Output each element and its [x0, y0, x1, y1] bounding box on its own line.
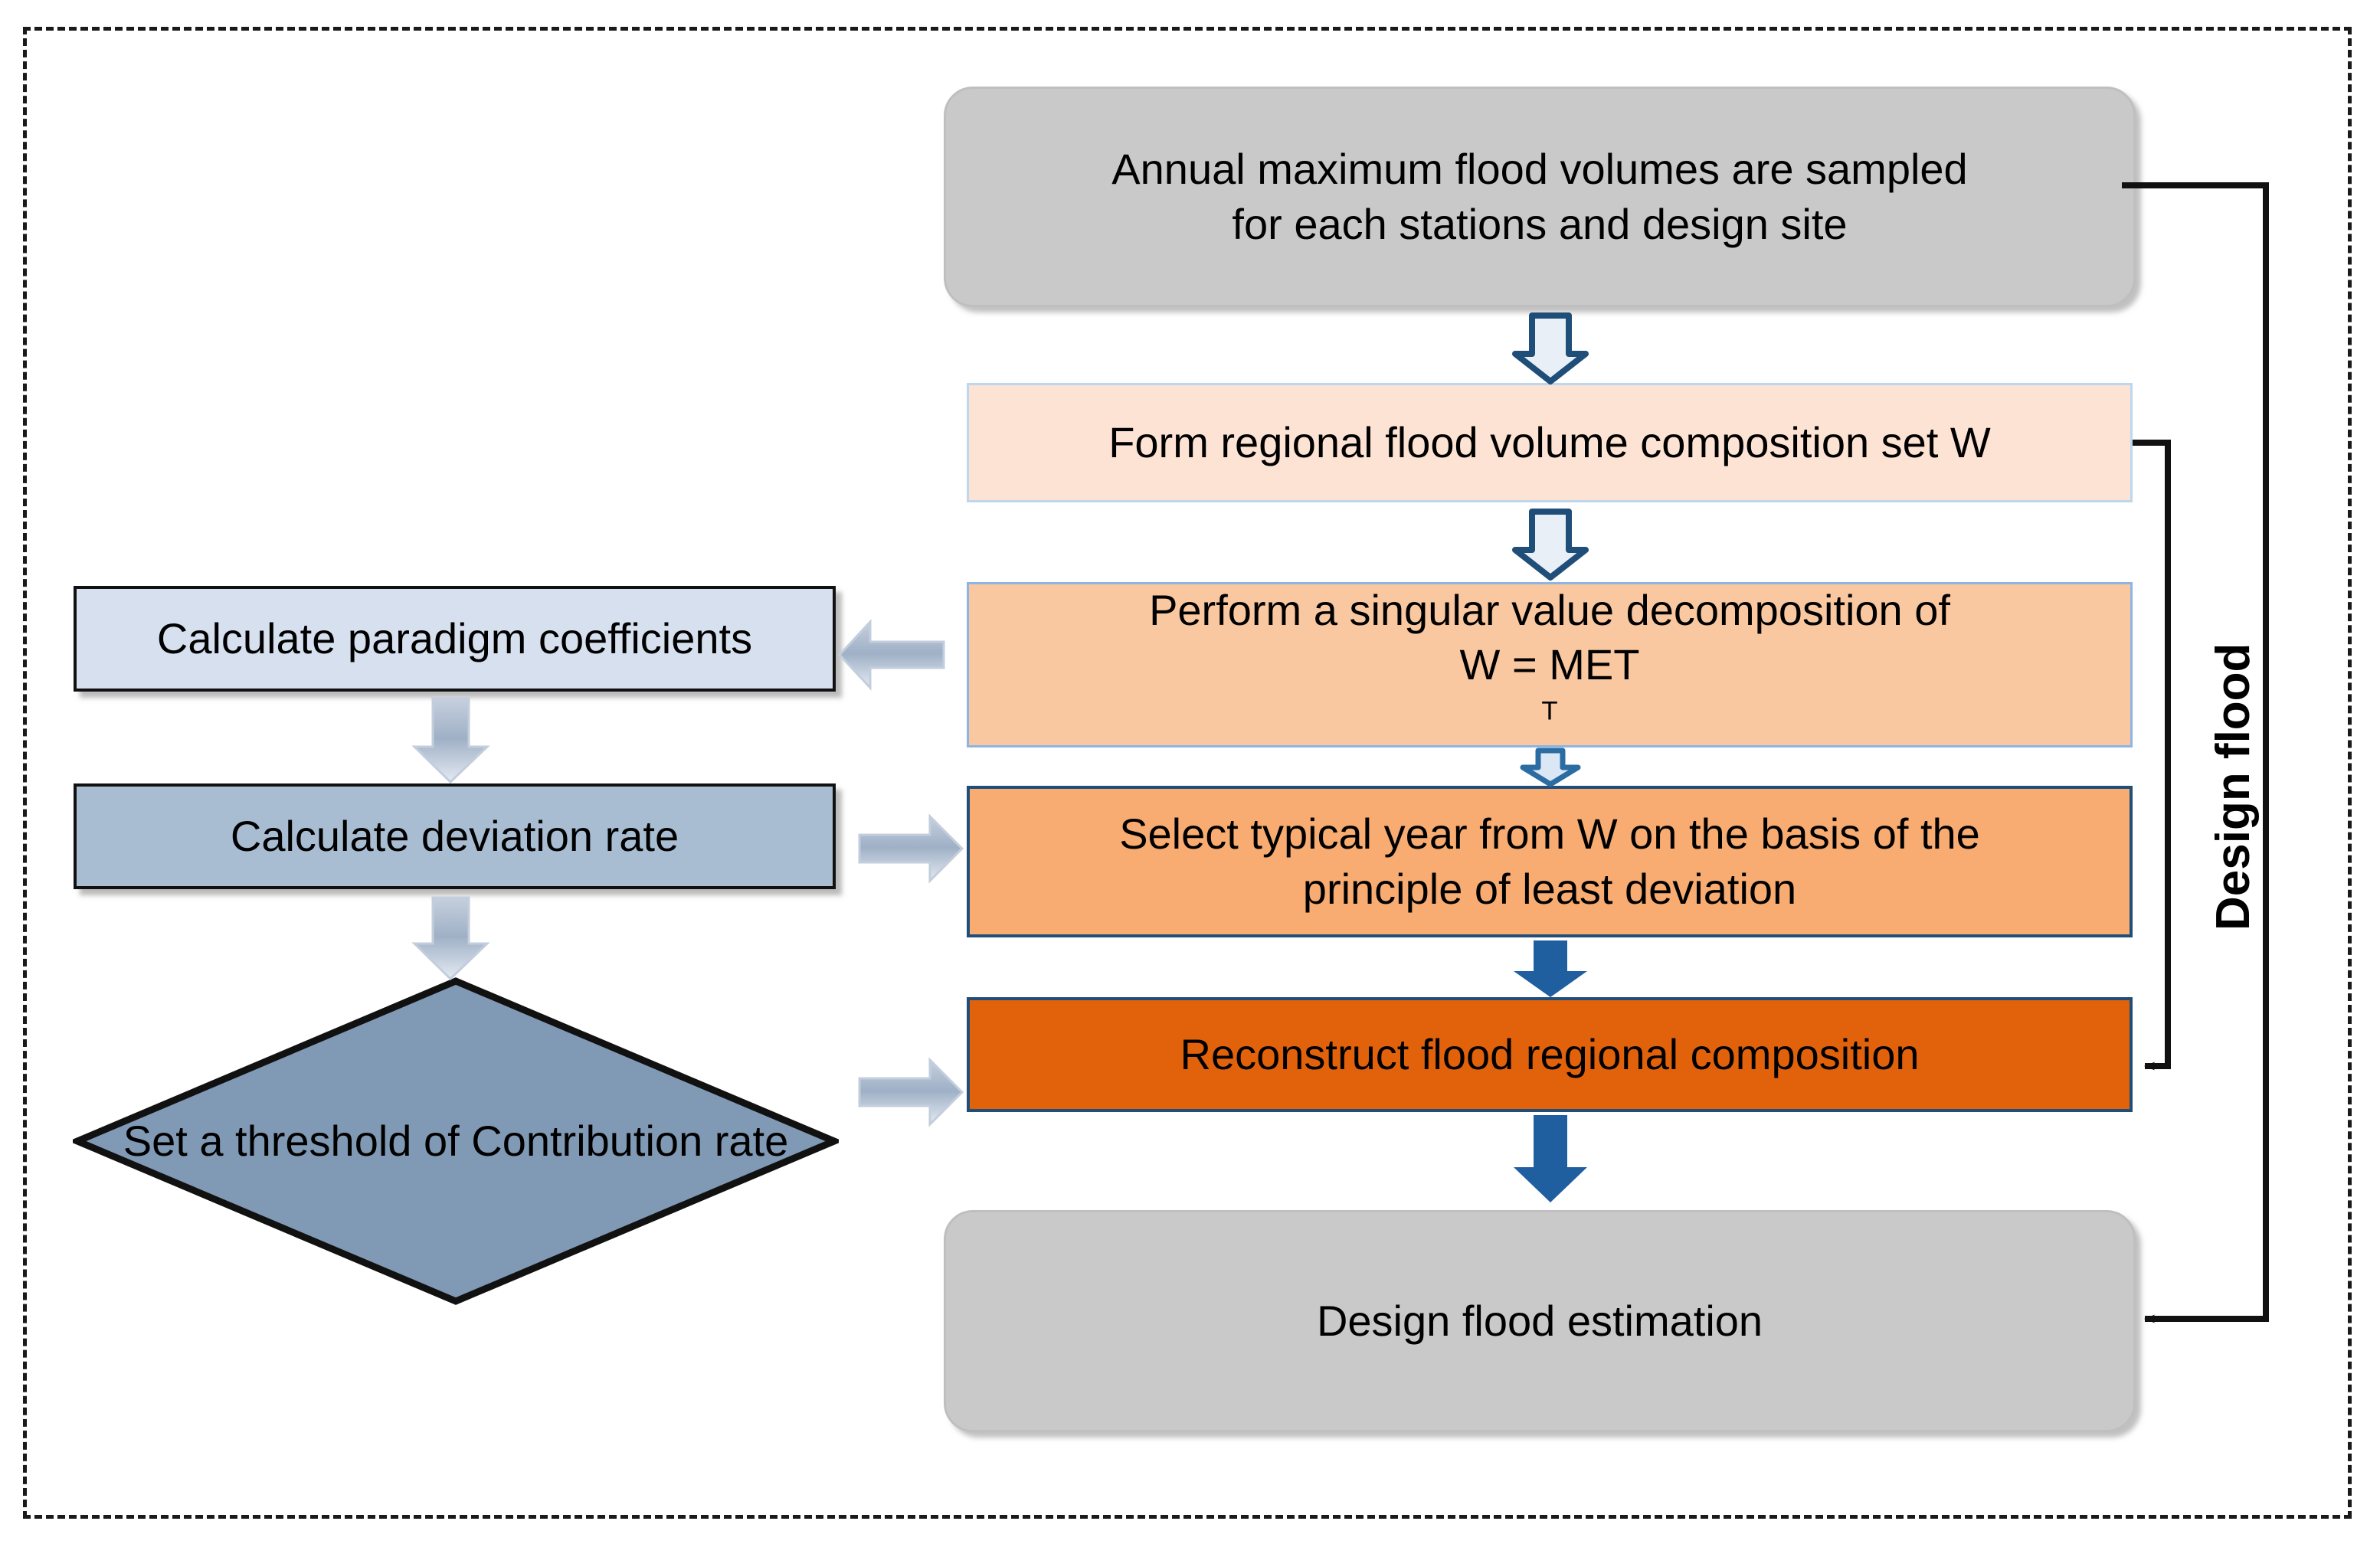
node-typical-line2: principle of least deviation	[1302, 865, 1797, 913]
node-form-set-label: Form regional flood volume composition s…	[1108, 418, 1991, 467]
node-svd[interactable]: Perform a singular value decomposition o…	[967, 582, 2133, 747]
node-reconstruct-label: Reconstruct flood regional composition	[1180, 1030, 1920, 1079]
node-deviation-label: Calculate deviation rate	[230, 812, 679, 861]
node-typical-line1: Select typical year from W on the basis …	[1119, 810, 1980, 859]
node-paradigm-label: Calculate paradigm coefficients	[156, 614, 753, 663]
node-start-line1: Annual maximum flood volumes are sampled	[1111, 145, 1968, 194]
node-threshold-decision[interactable]: Set a threshold of Contribution rate	[73, 976, 839, 1306]
node-form-set[interactable]: Form regional flood volume composition s…	[967, 383, 2133, 502]
node-paradigm-coefficients[interactable]: Calculate paradigm coefficients	[74, 586, 836, 692]
node-deviation-rate[interactable]: Calculate deviation rate	[74, 783, 836, 889]
transpose-superscript: T	[1541, 696, 1558, 726]
side-label-design-flood: Design flood	[2207, 643, 2260, 931]
node-start-line2: for each stations and design site	[1232, 200, 1848, 248]
node-start[interactable]: Annual maximum flood volumes are sampled…	[944, 87, 2136, 307]
diamond-shape	[73, 977, 839, 1305]
diagram-outer-frame	[23, 27, 2352, 1519]
node-svd-line1: Perform a singular value decomposition o…	[1149, 585, 1950, 634]
node-design-flood-estimation[interactable]: Design flood estimation	[944, 1210, 2136, 1432]
node-typical-year[interactable]: Select typical year from W on the basis …	[967, 786, 2133, 937]
node-reconstruct[interactable]: Reconstruct flood regional composition	[967, 997, 2133, 1112]
node-estimate-label: Design flood estimation	[1316, 1297, 1763, 1346]
